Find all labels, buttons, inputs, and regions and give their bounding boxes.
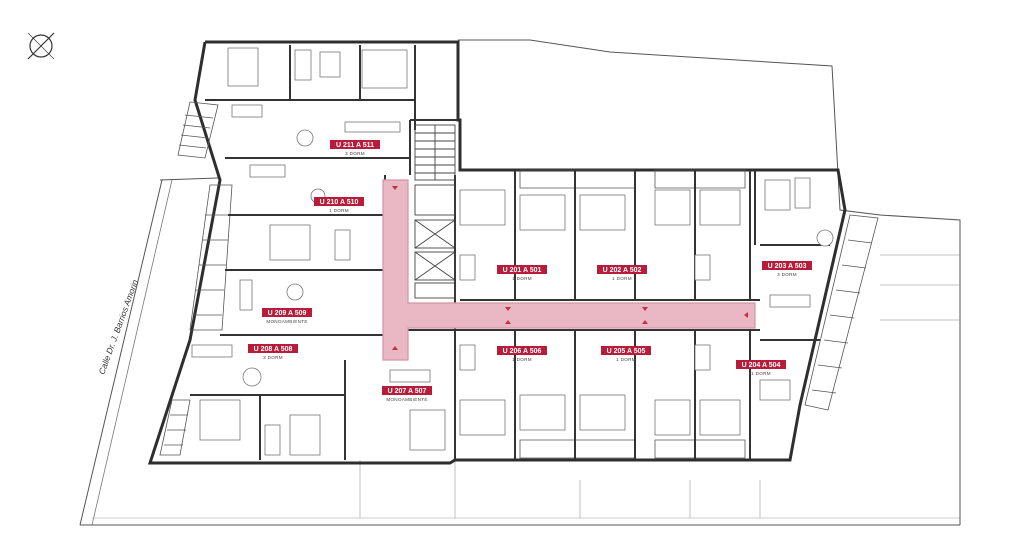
unit-type: 3 DORM [263, 355, 283, 360]
unit-label-u201: U 201 A 501 1 DORM [497, 265, 547, 281]
unit-code: U 206 A 506 [503, 348, 542, 355]
corridor-arrow [392, 346, 398, 350]
unit-type: 1 DORM [512, 357, 532, 362]
unit-labels: U 211 A 511 3 DORM U 210 A 510 1 DORM U 209 … [248, 140, 812, 402]
unit-type: MONOAMBIENTE [386, 397, 427, 402]
unit-label-u204: U 204 A 504 1 DORM [736, 360, 786, 376]
unit-label-bg [497, 265, 547, 274]
unit-code: U 205 A 505 [607, 348, 646, 355]
unit-label-bg [601, 346, 651, 355]
unit-code: U 204 A 504 [742, 362, 781, 369]
corridor-arrow [505, 320, 511, 324]
unit-type: 1 DORM [329, 208, 349, 213]
unit-label-bg [497, 346, 547, 355]
unit-code: U 208 A 508 [254, 346, 293, 353]
unit-code: U 207 A 507 [388, 388, 427, 395]
corridor-arrow [392, 186, 398, 190]
unit-label-u202: U 202 A 502 1 DORM [597, 265, 647, 281]
unit-label-u205: U 205 A 505 1 DORM [601, 346, 651, 362]
unit-type: 3 DORM [345, 151, 365, 156]
unit-label-bg [762, 261, 812, 270]
unit-label-u203: U 203 A 503 3 DORM [762, 261, 812, 277]
unit-type: 1 DORM [512, 276, 532, 281]
unit-label-bg [597, 265, 647, 274]
unit-label-bg [330, 140, 380, 149]
corridor-arrow [505, 307, 511, 311]
unit-code: U 201 A 501 [503, 267, 542, 274]
unit-label-u210: U 210 A 510 1 DORM [314, 197, 364, 213]
unit-label-bg [262, 308, 312, 317]
unit-type: 1 DORM [751, 371, 771, 376]
unit-code: U 209 A 509 [268, 310, 307, 317]
unit-label-u211: U 211 A 511 3 DORM [330, 140, 380, 156]
circulation-corridor [382, 179, 756, 361]
furniture [191, 47, 834, 456]
unit-code: U 202 A 502 [603, 267, 642, 274]
unit-label-bg [248, 344, 298, 353]
building-outline [147, 40, 847, 465]
unit-type: 1 DORM [616, 357, 636, 362]
unit-label-u208: U 208 A 508 3 DORM [248, 344, 298, 360]
unit-label-u206: U 206 A 506 1 DORM [497, 346, 547, 362]
unit-code: U 211 A 511 [336, 142, 374, 149]
corridor-arrow [642, 320, 648, 324]
unit-label-bg [382, 386, 432, 395]
stair-core [414, 124, 456, 299]
site-boundary [458, 39, 961, 525]
unit-code: U 203 A 503 [768, 263, 807, 270]
unit-type: 3 DORM [777, 272, 797, 277]
unit-code: U 210 A 510 [320, 199, 359, 206]
unit-label-bg [736, 360, 786, 369]
street-name: Calle Dr. J. Barrios Amorin [96, 278, 140, 376]
unit-type: MONOAMBIENTE [266, 319, 307, 324]
compass-north-icon [27, 32, 55, 60]
corridor-arrow [642, 307, 648, 311]
sidewalk [79, 177, 960, 526]
corridor-arrow [744, 312, 748, 318]
unit-type: 1 DORM [612, 276, 632, 281]
unit-label-bg [314, 197, 364, 206]
